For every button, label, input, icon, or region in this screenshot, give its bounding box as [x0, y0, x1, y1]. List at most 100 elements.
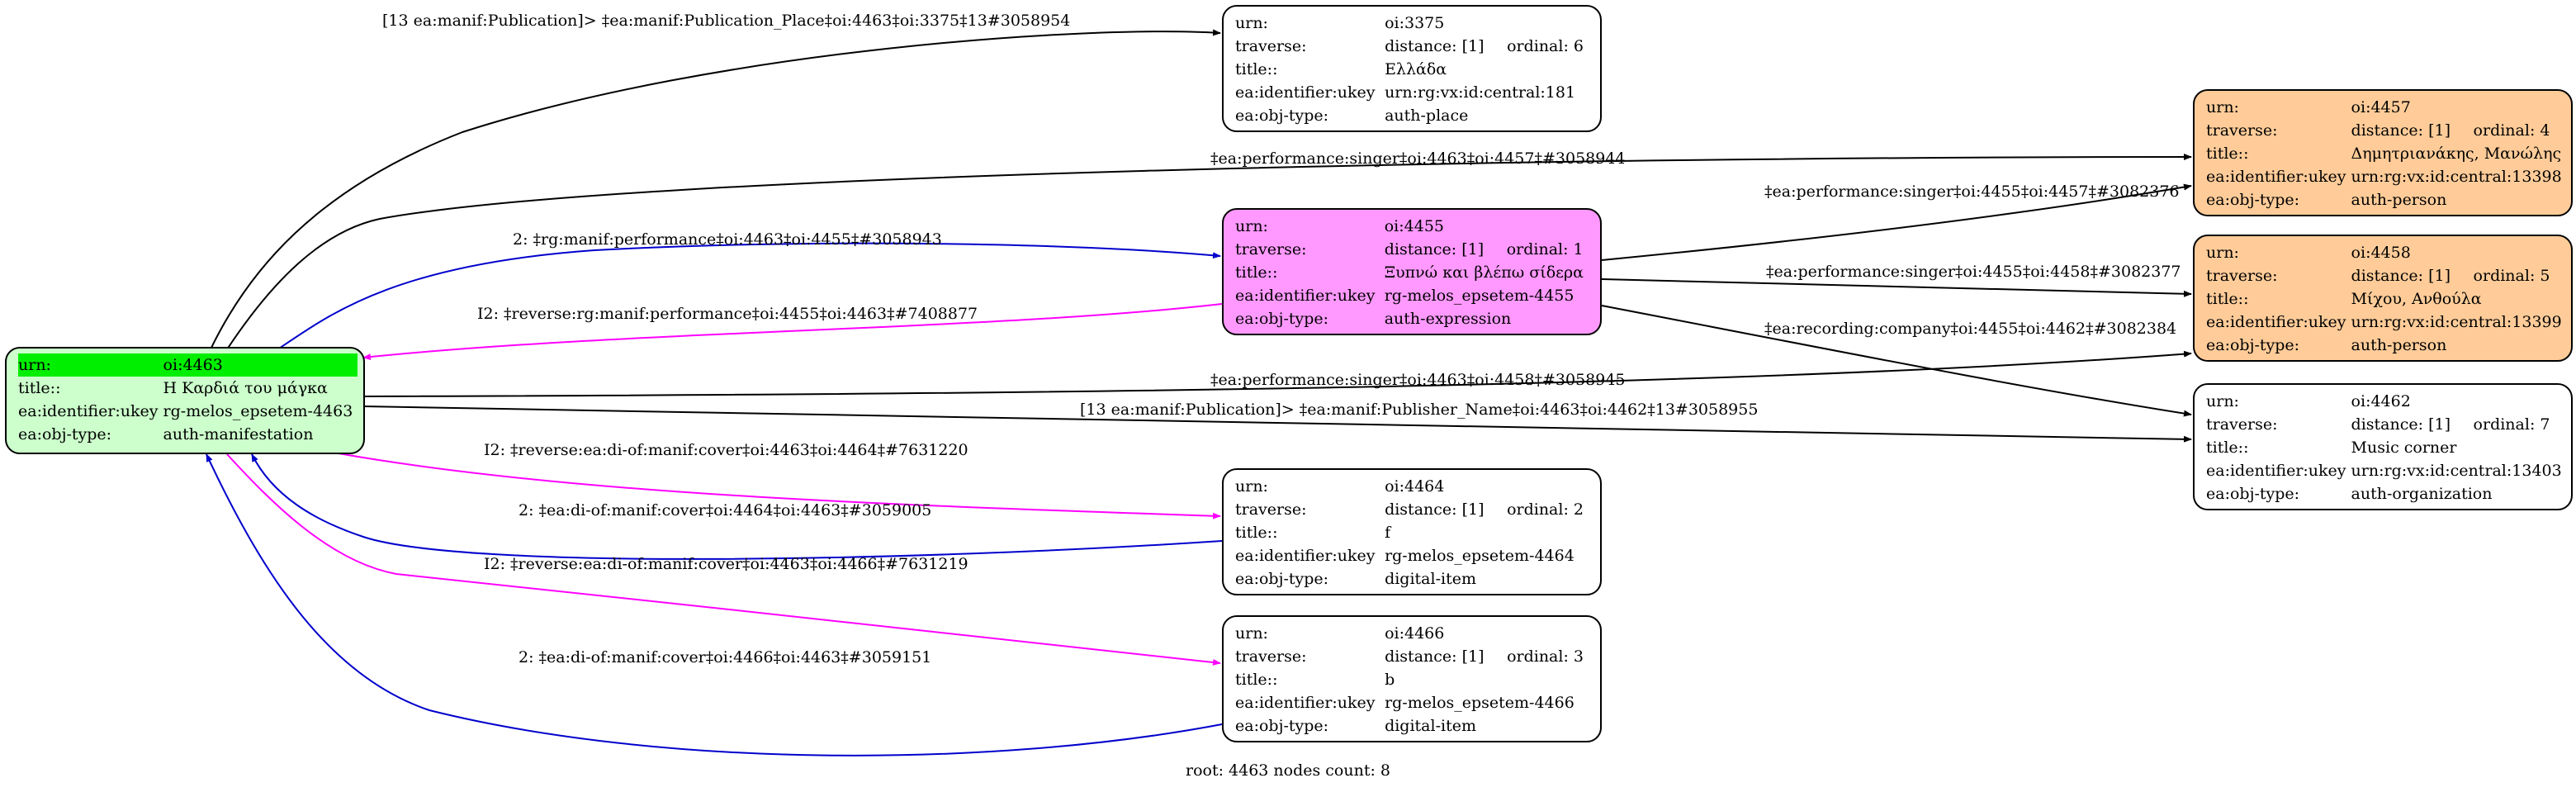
node-value-title: Music corner	[2351, 439, 2457, 457]
node-key-ukey: ea:identifier:ukey	[2206, 462, 2346, 480]
node-key-urn: urn:	[1235, 477, 1268, 496]
edge-reverse-performance	[362, 303, 1223, 361]
node-key-urn: urn:	[1235, 14, 1268, 32]
node-root-4463[interactable]: urn:oi:4463 title::Η Καρδιά του μάγκα ea…	[5, 347, 365, 454]
node-key-type: ea:obj-type:	[1235, 310, 1329, 328]
node-value-distance: distance: [1]	[1385, 500, 1485, 519]
edge-reverse-cover-4464	[338, 453, 1221, 519]
node-value-urn: oi:4458	[2351, 244, 2411, 262]
node-value-distance: distance: [1]	[2351, 415, 2451, 434]
node-oi-4464[interactable]: urn: oi:4464 traverse: distance: [1] ordina…	[1222, 468, 1602, 595]
node-value-title: Ελλάδα	[1385, 60, 1447, 78]
node-key-traverse: traverse:	[2206, 415, 2278, 434]
node-value-ordinal: ordinal: 4	[2473, 121, 2550, 140]
node-key-type: ea:obj-type:	[1235, 107, 1329, 125]
edge-label-performance: 2: ‡rg:manif:performance‡oi:4463‡oi:4455…	[513, 230, 942, 249]
node-oi-3375[interactable]: urn:oi:3375 traverse:distance: [1]ordina…	[1222, 5, 1602, 132]
node-key-traverse: traverse:	[1235, 240, 1307, 258]
edge-label-singer-4463-4457: ‡ea:performance:singer‡oi:4463‡oi:4457‡#…	[1210, 149, 1626, 168]
node-value-distance: distance: [1]	[1385, 647, 1485, 666]
edge-reverse-cover-4466	[226, 453, 1221, 666]
edge-label-singer-4463-4458: ‡ea:performance:singer‡oi:4463‡oi:4458‡#…	[1210, 371, 1626, 389]
node-value-urn: oi:3375	[1385, 14, 1445, 32]
node-key-title: title::	[1235, 671, 1278, 689]
node-key-ukey: ea:identifier:ukey	[1235, 694, 1376, 712]
node-value-type: auth-person	[2351, 336, 2447, 354]
node-key-ukey: ea:identifier:ukey	[2206, 313, 2346, 331]
node-value-urn: oi:4455	[1384, 217, 1444, 235]
node-oi-4462[interactable]: urn:oi:4462 traverse:distance: [1]ordina…	[2193, 383, 2573, 510]
root-key-title: title::	[18, 379, 61, 397]
edge-singer-4455-4457	[1601, 183, 2192, 261]
root-value-urn: oi:4463	[163, 353, 358, 377]
node-key-urn: urn:	[2206, 392, 2239, 410]
node-value-title: f	[1385, 524, 1391, 542]
root-key-type: ea:obj-type:	[18, 425, 112, 443]
node-value-title: b	[1385, 671, 1395, 689]
node-key-title: title::	[2206, 145, 2249, 163]
node-key-urn: urn:	[1235, 624, 1268, 643]
node-key-title: title::	[1235, 60, 1278, 78]
edge-label-publisher-name: [13 ea:manif:Publication]> ‡ea:manif:Pub…	[1080, 401, 1758, 419]
node-key-type: ea:obj-type:	[2206, 191, 2300, 209]
edge-label-reverse-cover-4466: I2: ‡reverse:ea:di-of:manif:cover‡oi:446…	[484, 555, 968, 573]
root-value-title: Η Καρδιά του μάγκα	[163, 379, 328, 397]
node-key-urn: urn:	[2206, 244, 2239, 262]
node-key-ukey: ea:identifier:ukey	[1235, 287, 1376, 305]
edge-cover-4464	[251, 453, 1223, 560]
node-key-traverse: traverse:	[1235, 500, 1307, 519]
node-key-title: title::	[2206, 439, 2249, 457]
node-value-ukey: rg-melos_epsetem-4466	[1385, 694, 1574, 712]
node-key-title: title::	[1235, 263, 1278, 282]
node-value-ukey: rg-melos_epsetem-4455	[1384, 287, 1574, 305]
edge-label-singer-4455-4458: ‡ea:performance:singer‡oi:4455‡oi:4458‡#…	[1766, 263, 2181, 281]
node-value-ukey: rg-melos_epsetem-4464	[1385, 547, 1574, 565]
node-value-ukey: urn:rg:vx:id:central:13403	[2351, 462, 2562, 480]
node-key-type: ea:obj-type:	[1235, 570, 1329, 588]
node-value-ordinal: ordinal: 3	[1507, 647, 1584, 666]
node-value-urn: oi:4464	[1385, 477, 1445, 496]
root-key-urn: urn:	[18, 353, 163, 377]
node-value-title: Ξυπνώ και βλέπω σίδερα	[1384, 263, 1584, 282]
node-key-traverse: traverse:	[2206, 121, 2278, 140]
node-value-ordinal: ordinal: 6	[1507, 37, 1584, 55]
node-value-ordinal: ordinal: 7	[2473, 415, 2550, 434]
edge-publication-place	[210, 29, 1221, 350]
node-value-type: digital-item	[1385, 717, 1476, 735]
edge-recording-company	[1601, 305, 2192, 417]
node-key-type: ea:obj-type:	[2206, 485, 2300, 503]
root-key-ukey: ea:identifier:ukey	[18, 402, 159, 420]
edge-label-cover-4464: 2: ‡ea:di-of:manif:cover‡oi:4464‡oi:4463…	[519, 501, 931, 519]
edge-label-publication-place: [13 ea:manif:Publication]> ‡ea:manif:Pub…	[382, 12, 1070, 30]
node-value-distance: distance: [1]	[2351, 267, 2451, 285]
node-value-ordinal: ordinal: 5	[2473, 267, 2550, 285]
node-oi-4466[interactable]: urn: oi:4466 traverse: distance: [1] ordina…	[1222, 615, 1602, 742]
edge-cover-4466	[206, 453, 1223, 756]
node-oi-4455[interactable]: urn:oi:4455 traverse:distance: [1]ordina…	[1222, 208, 1602, 335]
edge-singer-4463-4458	[362, 350, 2192, 397]
node-key-type: ea:obj-type:	[2206, 336, 2300, 354]
node-key-traverse: traverse:	[1235, 37, 1307, 55]
node-value-urn: oi:4466	[1385, 624, 1445, 643]
node-value-type: auth-place	[1385, 107, 1469, 125]
node-value-type: digital-item	[1385, 570, 1476, 588]
root-value-ukey: rg-melos_epsetem-4463	[163, 402, 353, 420]
graph-footer-caption: root: 4463 nodes count: 8	[1185, 761, 1391, 780]
node-key-title: title::	[2206, 290, 2249, 308]
root-value-type: auth-manifestation	[163, 425, 314, 443]
node-value-ordinal: ordinal: 2	[1507, 500, 1584, 519]
node-value-urn: oi:4457	[2351, 98, 2411, 116]
node-key-traverse: traverse:	[1235, 647, 1307, 666]
edge-label-cover-4466: 2: ‡ea:di-of:manif:cover‡oi:4466‡oi:4463…	[519, 648, 931, 666]
node-oi-4458[interactable]: urn:oi:4458 traverse:distance: [1]ordina…	[2193, 235, 2573, 362]
edge-label-reverse-performance: I2: ‡reverse:rg:manif:performance‡oi:445…	[477, 305, 978, 323]
edge-label-reverse-cover-4464: I2: ‡reverse:ea:di-of:manif:cover‡oi:446…	[484, 441, 968, 459]
node-oi-4457[interactable]: urn:oi:4457 traverse:distance: [1]ordina…	[2193, 89, 2573, 216]
node-key-ukey: ea:identifier:ukey	[1235, 547, 1376, 565]
node-key-type: ea:obj-type:	[1235, 717, 1329, 735]
node-key-title: title::	[1235, 524, 1278, 542]
node-key-urn: urn:	[2206, 98, 2239, 116]
node-value-ordinal: ordinal: 1	[1506, 240, 1584, 258]
node-value-type: auth-organization	[2351, 485, 2493, 503]
